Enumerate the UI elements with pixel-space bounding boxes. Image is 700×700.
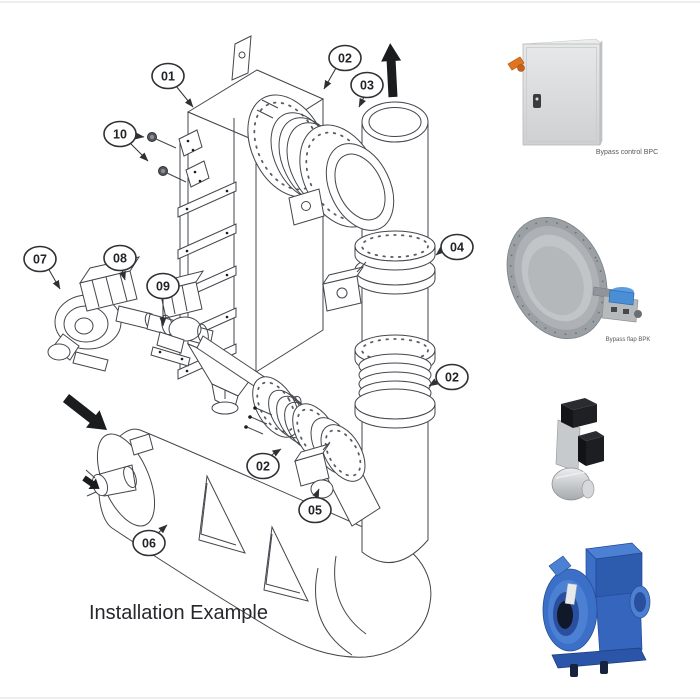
- flow-arrow-up: [381, 43, 402, 98]
- outlet-assembly-drawing: [244, 376, 381, 527]
- cabinet-handle: [507, 56, 525, 72]
- callout-04: 04: [435, 233, 474, 261]
- flow-arrow-nozzle: [82, 475, 100, 490]
- pipe-gussets-drawing: [198, 474, 309, 602]
- callout-02-mid: 02: [428, 363, 469, 391]
- blower-label: [564, 583, 578, 605]
- separator-unit-drawing: [177, 35, 325, 415]
- callout-06: 06: [132, 524, 168, 557]
- callout-05: 05: [298, 488, 332, 524]
- callout-label: 09: [156, 280, 170, 294]
- mounting-bolts-drawing: [147, 132, 187, 183]
- callout-07: 07: [23, 245, 61, 290]
- expansion-joint-top-drawing: [247, 94, 395, 231]
- product-bypass-blower: [542, 542, 651, 677]
- product-caption: Bypass control BPC: [596, 149, 658, 156]
- product-bypass-control-cabinet: Bypass control BPC: [507, 38, 658, 156]
- callout-label: 01: [161, 70, 175, 84]
- callout-label: 04: [450, 241, 464, 255]
- callouts: 01 02 03 10 04 07: [23, 44, 474, 557]
- callout-10: 10: [103, 120, 149, 162]
- callout-label: 03: [360, 79, 374, 93]
- callout-label: 02: [445, 371, 459, 385]
- product-bypass-flap-valve: Bypass flap BPK: [506, 216, 651, 343]
- diagram-title: Installation Example: [89, 602, 268, 624]
- expansion-joint-mid-drawing: [354, 334, 436, 429]
- callout-label: 02: [338, 52, 352, 66]
- callout-label: 06: [142, 537, 156, 551]
- callout-label: 05: [308, 504, 322, 518]
- pipe-bracket-drawing: [150, 331, 191, 367]
- callout-09: 09: [146, 272, 180, 327]
- inlet-nozzle-drawing: [85, 464, 137, 497]
- flap-valve-drawing: [321, 230, 436, 312]
- callout-02-bottom: 02: [246, 448, 282, 480]
- main-pipe-drawing: [85, 428, 432, 658]
- callout-02-top: 02: [323, 44, 362, 90]
- callout-label: 02: [256, 460, 270, 474]
- product-caption: Bypass flap BPK: [606, 337, 651, 343]
- callout-label: 10: [113, 128, 127, 142]
- callout-label: 08: [113, 252, 127, 266]
- flow-arrow-inlet: [62, 394, 107, 431]
- callout-03: 03: [350, 71, 384, 108]
- callout-01: 01: [151, 62, 194, 108]
- product-motorized-ball-valve: [551, 398, 604, 501]
- cabinet-latch: [533, 94, 541, 108]
- callout-label: 07: [33, 253, 47, 267]
- callout-08: 08: [103, 244, 137, 281]
